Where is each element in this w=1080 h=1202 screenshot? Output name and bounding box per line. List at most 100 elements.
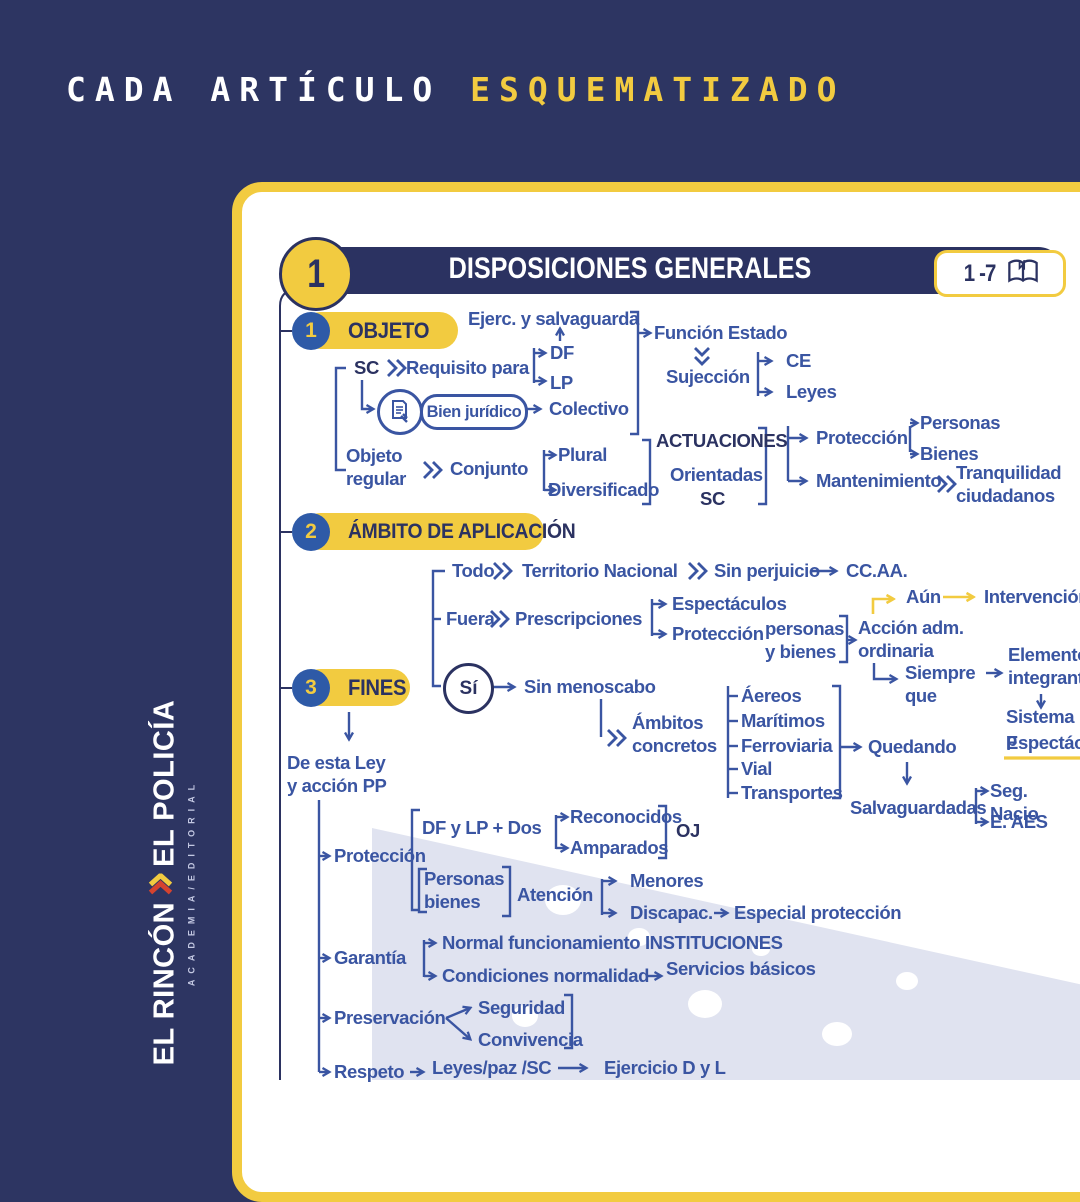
node-normal-funcionamiento: Normal funcionamiento INSTITUCIONES: [442, 932, 783, 953]
node-bien-juridico: Bien jurídico: [420, 394, 528, 430]
node-actuaciones: ACTUACIONES: [656, 430, 788, 451]
node-accion-adm: Acción adm. ordinaria: [858, 617, 964, 661]
node-garantia: Garantía: [334, 947, 406, 968]
chapter-number-circle: 1: [279, 237, 353, 311]
articles-badge: 1 -7: [934, 250, 1066, 297]
node-sc-2: SC: [700, 488, 725, 509]
node-de-esta-ley: De esta Ley y acción PP: [287, 752, 387, 796]
brand-part2: EL POLICÍA: [148, 699, 181, 867]
node-prescripciones: Prescripciones: [515, 608, 643, 629]
node-colectivo: Colectivo: [549, 398, 629, 419]
node-oj: OJ: [676, 820, 700, 841]
node-quedando: Quedando: [868, 736, 957, 757]
node-vial: Vial: [741, 758, 772, 779]
brand-part1: EL RINCÓN: [148, 901, 181, 1066]
node-maritimos: Marítimos: [741, 710, 825, 731]
node-preservacion: Preservación: [334, 1007, 446, 1028]
node-personas-1: Personas: [920, 412, 1001, 433]
node-salvaguardadas: Salvaguardadas: [850, 797, 987, 818]
section-number-1: 1: [292, 312, 330, 350]
node-diversificado: Diversificado: [548, 479, 659, 500]
node-seguridad: Seguridad: [478, 997, 565, 1018]
node-sin-menoscabo: Sin menoscabo: [524, 676, 656, 697]
node-aereos: Áereos: [741, 685, 802, 706]
watermark-blob: [688, 990, 722, 1018]
document-gavel-icon: [377, 389, 423, 435]
node-personas-3: Personas bienes: [424, 868, 505, 912]
watermark-blob: [752, 942, 770, 956]
node-df: DF: [550, 342, 574, 363]
section-pill-objeto: OBJETO: [302, 312, 458, 349]
node-si-circle: Sí: [443, 663, 494, 714]
node-ce: CE: [786, 350, 811, 371]
node-proteccion-1: Protección: [816, 427, 908, 448]
node-requisito-para: Requisito para: [406, 357, 529, 378]
brand-name: EL RINCÓN EL POLICÍA: [148, 700, 183, 1066]
node-especial-proteccion: Especial protección: [734, 902, 902, 923]
section-number-2: 2: [292, 513, 330, 551]
brand-subtitle: ACADEMIA/EDITORIAL: [186, 778, 197, 987]
node-leyes: Leyes: [786, 381, 837, 402]
node-ejercicio-d-y-l: Ejercicio D y L: [604, 1057, 726, 1078]
node-e-aes: E. AES: [990, 811, 1048, 832]
node-df-lp-dos: DF y LP + Dos: [422, 817, 542, 838]
node-territorio-nacional: Territorio Nacional: [522, 560, 678, 581]
node-aun: Aún: [906, 586, 941, 607]
page-title-white: CADA ARTÍCULO: [66, 70, 442, 109]
node-menores: Menores: [630, 870, 704, 891]
node-sin-perjuicio: Sin perjuicio: [714, 560, 820, 581]
node-plural: Plural: [558, 444, 608, 465]
node-amparados: Amparados: [570, 837, 669, 858]
node-proteccion-3: Protección: [334, 845, 426, 866]
node-sc: SC: [354, 357, 379, 378]
brand-vertical: EL RINCÓN EL POLICÍA ACADEMIA/EDITORIAL: [148, 693, 197, 1073]
node-conjunto: Conjunto: [450, 458, 528, 479]
node-mantenimiento: Mantenimiento: [816, 470, 942, 491]
node-leyes-paz-sc: Leyes/paz /SC: [432, 1057, 552, 1078]
node-ferroviaria: Ferroviaria: [741, 735, 833, 756]
watermark-blob: [822, 1022, 852, 1046]
section-pill-fines: FINES: [302, 669, 410, 706]
articles-range: 1 -7: [964, 259, 997, 287]
page-title: CADA ARTÍCULO ESQUEMATIZADO: [66, 70, 845, 109]
node-bienes-1: Bienes: [920, 443, 979, 464]
node-tranquilidad: Tranquilidad ciudadanos: [956, 462, 1062, 506]
node-personas-bienes: personas y bienes: [765, 618, 845, 662]
chapter-number: 1: [307, 251, 325, 296]
watermark-blob: [628, 928, 650, 946]
node-atencion: Atención: [517, 884, 593, 905]
open-book-icon: [1007, 259, 1039, 289]
node-intervencion: Intervención: [984, 586, 1080, 607]
watermark-blob: [512, 1005, 538, 1027]
chapter-title: DISPOSICIONES GENERALES: [448, 252, 812, 285]
node-fuera: Fuera: [446, 608, 495, 629]
node-objeto-regular: Objeto regular: [346, 445, 406, 489]
node-servicios-basicos: Servicios básicos: [666, 958, 816, 979]
node-respeto: Respeto: [334, 1061, 405, 1082]
node-espectaculos: Espectáculos: [672, 593, 787, 614]
node-transportes: Transportes: [741, 782, 843, 803]
node-proteccion-2: Protección: [672, 623, 764, 644]
del-logo-icon: [148, 872, 183, 895]
section-number-3: 3: [292, 669, 330, 707]
node-funcion-estado: Función Estado: [654, 322, 788, 343]
node-convivencia: Convivencia: [478, 1029, 583, 1050]
node-sujeccion: Sujección: [666, 366, 750, 387]
node-todo: Todo: [452, 560, 495, 581]
node-ejerc-salvaguarda: Ejerc. y salvaguarda: [468, 308, 639, 329]
watermark-blob: [896, 972, 918, 990]
node-ambitos-concretos: Ámbitos concretos: [632, 712, 717, 756]
watermark-blob: [545, 885, 581, 915]
node-orientadas: Orientadas: [670, 464, 763, 485]
node-ccaa: CC.AA.: [846, 560, 908, 581]
node-condiciones-normalidad: Condiciones normalidad: [442, 965, 650, 986]
node-discapac: Discapac.: [630, 902, 713, 923]
section-pill-ambito: ÁMBITO DE APLICACIÓN: [302, 513, 576, 550]
node-siempre-que: Siempre que: [905, 662, 976, 706]
page-title-yellow: ESQUEMATIZADO: [470, 70, 846, 109]
node-reconocidos: Reconocidos: [570, 806, 682, 827]
node-sistema: Sistema p: [1006, 706, 1075, 750]
node-seg-nacional: Seg. Nacio: [990, 780, 1039, 824]
node-elemento-integrante: Elemento integrante: [1008, 644, 1080, 688]
node-lp: LP: [550, 372, 573, 393]
